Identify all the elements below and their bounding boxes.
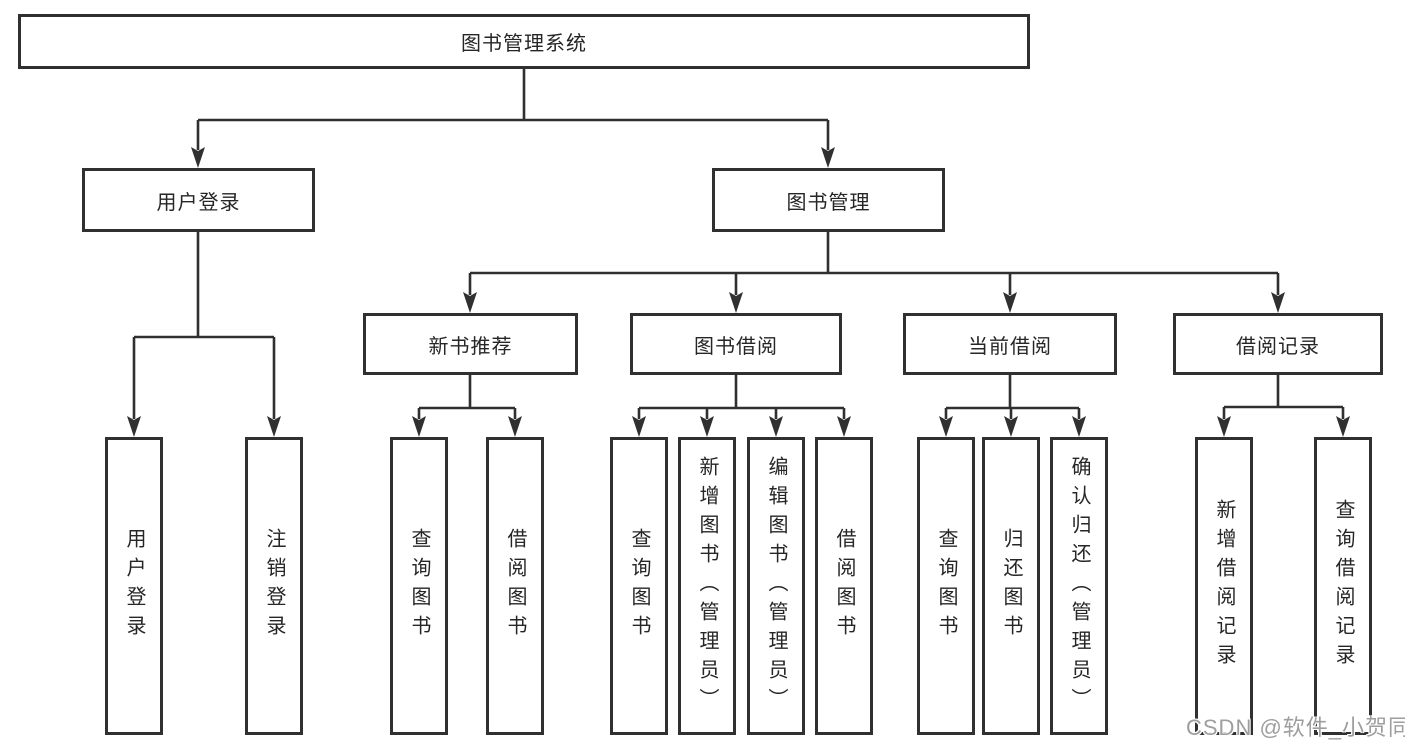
connector-new-book-branch xyxy=(417,375,517,419)
node-new-book-recommend: 新书推荐 xyxy=(363,313,578,375)
connector-current-borrow-branch xyxy=(944,375,1081,419)
arrowhead-down-icon xyxy=(1072,416,1086,437)
connector-book-management-branch xyxy=(468,232,1280,295)
arrowhead-down-icon xyxy=(769,416,783,437)
connector-user-login-branch xyxy=(132,232,276,419)
node-borrow-records: 借阅记录 xyxy=(1173,313,1383,375)
leaf-label: 用户登录 xyxy=(123,528,145,644)
leaf-label: 归还图书 xyxy=(1000,528,1022,644)
leaf-label: 新增借阅记录 xyxy=(1213,499,1235,673)
arrowhead-down-icon xyxy=(267,416,281,437)
leaf-label: 借阅图书 xyxy=(833,528,855,644)
leaf-label: 查询图书 xyxy=(408,528,430,644)
arrowhead-down-icon xyxy=(1004,416,1018,437)
node-leaf-confirm-return-admin: 确认归还（管理员） xyxy=(1050,437,1108,735)
leaf-label: 查询借阅记录 xyxy=(1332,499,1354,673)
leaf-label: 查询图书 xyxy=(935,528,957,644)
arrowhead-down-icon xyxy=(1217,416,1231,437)
node-leaf-edit-books-admin: 编辑图书（管理员） xyxy=(747,437,805,735)
node-leaf-query-books-3: 查询图书 xyxy=(917,437,975,735)
arrowhead-down-icon xyxy=(508,416,522,437)
connector-book-borrow-branch xyxy=(637,375,846,419)
arrowhead-down-icon xyxy=(729,292,743,313)
node-leaf-user-login: 用户登录 xyxy=(105,437,163,735)
leaf-label: 注销登录 xyxy=(263,528,285,644)
leaf-label: 查询图书 xyxy=(628,528,650,644)
node-leaf-add-borrow-record: 新增借阅记录 xyxy=(1195,437,1253,735)
arrowhead-down-icon xyxy=(127,416,141,437)
arrowhead-down-icon xyxy=(837,416,851,437)
node-leaf-query-books-1: 查询图书 xyxy=(390,437,448,735)
arrowhead-down-icon xyxy=(939,416,953,437)
csdn-watermark: CSDN @软件_小贺同学 xyxy=(1186,715,1405,740)
node-leaf-return-books: 归还图书 xyxy=(982,437,1040,735)
arrowhead-down-icon xyxy=(1003,292,1017,313)
arrowhead-down-icon xyxy=(1336,416,1350,437)
node-leaf-query-borrow-record: 查询借阅记录 xyxy=(1314,437,1372,735)
node-library-management-system: 图书管理系统 xyxy=(18,14,1030,69)
leaf-label: 新增图书（管理员） xyxy=(696,455,718,717)
node-leaf-borrow-books-2: 借阅图书 xyxy=(815,437,873,735)
leaf-label: 借阅图书 xyxy=(504,528,526,644)
arrowhead-down-icon xyxy=(700,416,714,437)
node-book-borrow: 图书借阅 xyxy=(630,313,842,375)
node-book-management: 图书管理 xyxy=(712,168,945,232)
leaf-label: 编辑图书（管理员） xyxy=(765,455,787,717)
arrowhead-down-icon xyxy=(1271,292,1285,313)
arrowhead-down-icon xyxy=(191,147,205,168)
node-user-login: 用户登录 xyxy=(82,168,315,232)
node-leaf-logout: 注销登录 xyxy=(245,437,303,735)
arrowhead-down-icon xyxy=(632,416,646,437)
node-leaf-add-books-admin: 新增图书（管理员） xyxy=(678,437,736,735)
connector-root-to-level2 xyxy=(196,69,830,150)
arrowhead-down-icon xyxy=(463,292,477,313)
node-leaf-query-books-2: 查询图书 xyxy=(610,437,668,735)
arrowhead-down-icon xyxy=(412,416,426,437)
arrowhead-down-icon xyxy=(821,147,835,168)
node-current-borrow: 当前借阅 xyxy=(903,313,1117,375)
node-leaf-borrow-books-1: 借阅图书 xyxy=(486,437,544,735)
leaf-label: 确认归还（管理员） xyxy=(1068,455,1090,717)
connector-borrow-records-branch xyxy=(1222,375,1345,419)
